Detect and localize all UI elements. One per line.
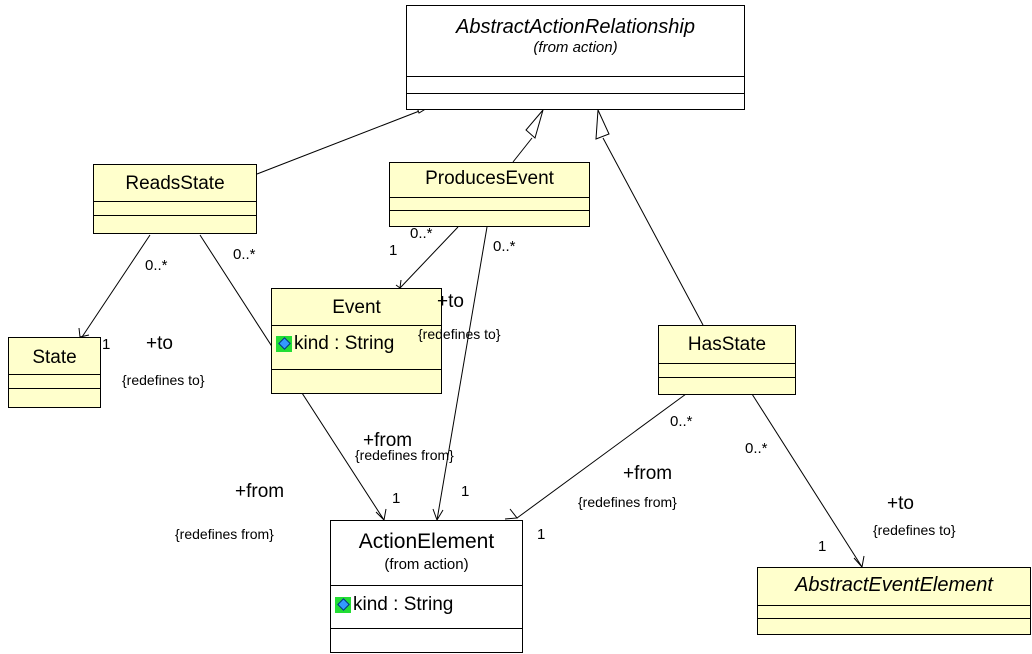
- attribute-compartment: [272, 325, 441, 326]
- nav-arrowhead-action-c: [504, 508, 518, 520]
- operation-compartment: [659, 377, 795, 378]
- constraint-event-to: {redefines to}: [418, 326, 501, 342]
- operation-compartment: [272, 369, 441, 370]
- multiplicity-reads-state-state: 0..*: [145, 257, 168, 274]
- attribute-compartment: [390, 197, 589, 198]
- class-attribute: kind : String: [272, 333, 394, 355]
- class-name: AbstractEventElement: [795, 574, 993, 596]
- attribute-compartment: [94, 201, 256, 202]
- association-has-state-action: [516, 393, 687, 519]
- generalization-arrowhead-has-state: [595, 109, 610, 140]
- constraint-abstract-event-to: {redefines to}: [873, 522, 956, 538]
- class-produces-event[interactable]: ProducesEvent: [389, 162, 590, 227]
- class-action-element[interactable]: ActionElement (from action) kind : Strin…: [330, 520, 523, 653]
- role-state-to: +to: [146, 333, 173, 354]
- multiplicity-has-state-action: 0..*: [670, 413, 693, 430]
- attribute-text: kind : String: [353, 594, 454, 615]
- class-name: ProducesEvent: [425, 168, 554, 189]
- association-has-state-abstract-event: [751, 393, 863, 568]
- multiplicity-action-end-c: 1: [537, 526, 546, 543]
- generalization-line-reads-state: [256, 109, 423, 175]
- multiplicity-produces-event-event: 0..*: [410, 225, 433, 242]
- class-abstract-action-relationship[interactable]: AbstractActionRelationship (from action): [406, 5, 745, 110]
- class-stereotype: (from action): [533, 39, 618, 56]
- multiplicity-abstract-event-end: 1: [818, 538, 827, 555]
- attribute-compartment: [407, 76, 744, 77]
- class-name: ReadsState: [125, 173, 225, 194]
- role-abstract-event-to: +to: [887, 493, 914, 514]
- attribute-text: kind : String: [294, 333, 395, 354]
- operation-compartment: [758, 618, 1030, 619]
- operation-compartment: [390, 210, 589, 211]
- class-reads-state[interactable]: ReadsState: [93, 164, 257, 234]
- class-has-state[interactable]: HasState: [658, 325, 796, 395]
- multiplicity-has-state-event: 0..*: [745, 440, 768, 457]
- class-abstract-event-element[interactable]: AbstractEventElement: [757, 567, 1031, 635]
- operation-compartment: [331, 628, 522, 629]
- generalization-line-has-state: [602, 137, 704, 326]
- association-reads-state-state: [81, 234, 151, 338]
- multiplicity-action-end-b: 1: [461, 483, 470, 500]
- attribute-compartment: [758, 605, 1030, 606]
- role-from-left: +from: [235, 481, 285, 502]
- generalization-arrowhead-produces-event: [525, 109, 544, 139]
- class-name: AbstractActionRelationship: [455, 16, 695, 38]
- class-stereotype: (from action): [384, 556, 469, 573]
- attribute-compartment: [9, 374, 100, 375]
- multiplicity-state-end: 1: [102, 336, 111, 353]
- nav-arrowhead-event: [395, 279, 402, 289]
- attribute-compartment: [331, 585, 522, 586]
- class-name: Event: [332, 297, 381, 318]
- attribute-icon: [276, 336, 292, 352]
- class-state[interactable]: State: [8, 337, 101, 408]
- multiplicity-reads-state-action: 0..*: [233, 246, 256, 263]
- multiplicity-action-end-a: 1: [392, 490, 401, 507]
- class-name: State: [32, 347, 77, 368]
- multiplicity-event-end: 1: [389, 242, 398, 259]
- constraint-from-right: {redefines from}: [578, 494, 677, 510]
- role-event-to: +to: [437, 291, 464, 312]
- multiplicity-produces-event-action: 0..*: [493, 238, 516, 255]
- operation-compartment: [407, 93, 744, 94]
- association-produces-event-event: [399, 226, 459, 289]
- attribute-compartment: [659, 363, 795, 364]
- operation-compartment: [9, 388, 100, 389]
- role-from-right: +from: [623, 463, 673, 484]
- class-event[interactable]: Event kind : String: [271, 288, 442, 394]
- constraint-state-to: {redefines to}: [122, 372, 205, 388]
- operation-compartment: [94, 215, 256, 216]
- constraint-from-left: {redefines from}: [175, 526, 274, 542]
- attribute-icon: [335, 597, 351, 613]
- class-name: HasState: [687, 334, 767, 355]
- generalization-line-produces-event: [512, 137, 533, 163]
- role-from-middle: +from: [363, 430, 413, 451]
- association-produces-event-action: [436, 226, 488, 521]
- class-attribute: kind : String: [331, 594, 453, 616]
- class-name: ActionElement: [358, 530, 495, 553]
- constraint-from-middle: {redefines from}: [355, 447, 454, 463]
